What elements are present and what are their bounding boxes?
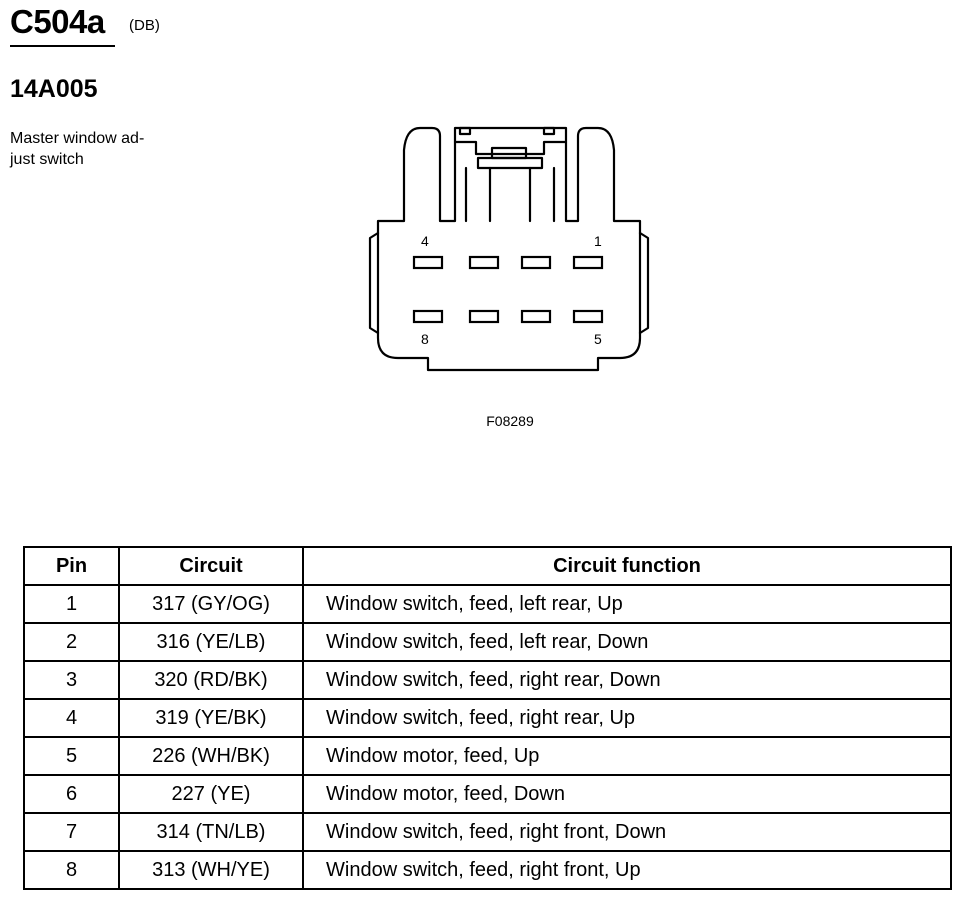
header-function: Circuit function: [302, 546, 952, 586]
cell-pin: 4: [23, 698, 120, 738]
pin-1-cavity: [572, 255, 604, 270]
cell-circuit: 226 (WH/BK): [118, 736, 304, 776]
cell-pin: 2: [23, 622, 120, 662]
left-ear: [368, 231, 380, 335]
pin-label-5: 5: [594, 331, 602, 347]
pin-7-cavity: [468, 309, 500, 324]
pin-4-cavity: [412, 255, 444, 270]
connector-id: C504a: [10, 3, 105, 40]
cell-function: Window switch, feed, right front, Down: [302, 812, 952, 852]
cell-circuit: 319 (YE/BK): [118, 698, 304, 738]
cell-pin: 3: [23, 660, 120, 700]
cell-circuit: 313 (WH/YE): [118, 850, 304, 890]
description-text: Master window ad- just switch: [10, 130, 145, 168]
right-ear: [638, 231, 650, 335]
cell-function: Window switch, feed, right rear, Down: [302, 660, 952, 700]
table-row: 1 317 (GY/OG) Window switch, feed, left …: [23, 584, 952, 624]
cell-pin: 6: [23, 774, 120, 814]
cell-pin: 7: [23, 812, 120, 852]
cell-function: Window switch, feed, left rear, Up: [302, 584, 952, 624]
cell-pin: 8: [23, 850, 120, 890]
cell-circuit: 227 (YE): [118, 774, 304, 814]
cell-circuit: 320 (RD/BK): [118, 660, 304, 700]
cell-circuit: 316 (YE/LB): [118, 622, 304, 662]
latch-slot-right: [542, 126, 556, 136]
pin-5-cavity: [572, 309, 604, 324]
connector-housing-outline: [376, 126, 642, 372]
latch-bar: [488, 166, 532, 223]
table-row: 5 226 (WH/BK) Window motor, feed, Up: [23, 736, 952, 776]
cell-pin: 1: [23, 584, 120, 624]
table-header-row: Pin Circuit Circuit function: [23, 546, 952, 586]
cell-function: Window switch, feed, right front, Up: [302, 850, 952, 890]
cell-function: Window motor, feed, Down: [302, 774, 952, 814]
cell-function: Window motor, feed, Up: [302, 736, 952, 776]
connector-description: Master window ad- just switch: [10, 128, 180, 170]
pin-6-cavity: [520, 309, 552, 324]
title-underline: [10, 45, 115, 47]
pin-label-1: 1: [594, 233, 602, 249]
table-row: 7 314 (TN/LB) Window switch, feed, right…: [23, 812, 952, 852]
cell-pin: 5: [23, 736, 120, 776]
cell-circuit: 317 (GY/OG): [118, 584, 304, 624]
pin-label-4: 4: [421, 233, 429, 249]
table-row: 8 313 (WH/YE) Window switch, feed, right…: [23, 850, 952, 890]
cell-circuit: 314 (TN/LB): [118, 812, 304, 852]
cell-function: Window switch, feed, right rear, Up: [302, 698, 952, 738]
pin-3-cavity: [468, 255, 500, 270]
latch-slot-left: [458, 126, 472, 136]
latch-tab: [490, 146, 528, 160]
pin-label-8: 8: [421, 331, 429, 347]
figure-id: F08289: [486, 413, 534, 429]
part-number: 14A005: [10, 75, 98, 103]
table-row: 6 227 (YE) Window motor, feed, Down: [23, 774, 952, 814]
connector-face-diagram: 4 1 8 5: [368, 126, 650, 372]
table-row: 2 316 (YE/LB) Window switch, feed, left …: [23, 622, 952, 662]
pinout-table: Pin Circuit Circuit function 1 317 (GY/O…: [23, 546, 952, 890]
connector-variant: (DB): [129, 17, 160, 34]
cell-function: Window switch, feed, left rear, Down: [302, 622, 952, 662]
pin-2-cavity: [520, 255, 552, 270]
table-row: 4 319 (YE/BK) Window switch, feed, right…: [23, 698, 952, 738]
table-row: 3 320 (RD/BK) Window switch, feed, right…: [23, 660, 952, 700]
header-pin: Pin: [23, 546, 120, 586]
pin-8-cavity: [412, 309, 444, 324]
latch-frame: [453, 140, 568, 156]
header-circuit: Circuit: [118, 546, 304, 586]
latch-plate: [476, 156, 544, 170]
